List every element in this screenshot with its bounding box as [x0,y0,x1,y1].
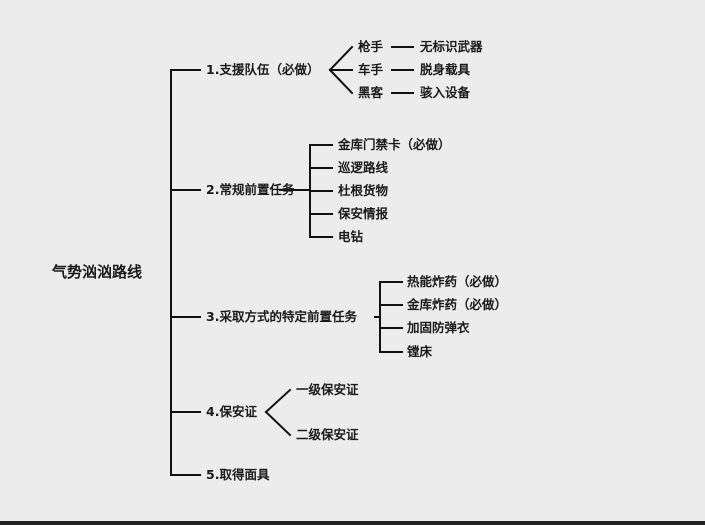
b4-child-2: 二级保安证 [296,427,359,442]
b1-child-1-detail: 无标识武器 [420,39,483,54]
b1-fan-top [328,45,354,72]
b2-child-2: 巡逻路线 [338,160,389,175]
b1-child-3-label: 黑客 [358,85,384,100]
b4-fan-top [264,388,292,414]
branch-5-label: 5.取得面具 [206,467,270,482]
b1-child-3-detail: 骇入设备 [420,85,471,100]
branch-2-label: 2.常规前置任务 [206,182,295,197]
branch-1-label: 1.支援队伍（必做） [206,62,320,77]
b1-fan-bottom [328,68,354,95]
b1-child-2-detail: 脱身载具 [420,62,471,77]
b3-child-2: 金库炸药（必做） [407,297,508,312]
b3-child-1: 热能炸药（必做） [407,274,508,289]
root-node: 气势汹汹路线 [52,263,143,281]
b4-child-1: 一级保安证 [296,382,359,397]
b3-child-4: 镗床 [407,344,433,359]
b2-child-4: 保安情报 [338,206,389,221]
branch-4-label: 4.保安证 [206,404,257,419]
b1-child-1-label: 枪手 [358,39,384,54]
b4-fan-bottom [264,410,292,437]
b3-child-3: 加固防弹衣 [407,320,470,335]
bottom-border [0,521,705,525]
branch-3-label: 3.采取方式的特定前置任务 [206,309,357,324]
b2-child-5: 电钻 [338,229,364,244]
b2-child-3: 杜根货物 [338,183,389,198]
b2-child-1: 金库门禁卡（必做） [338,137,451,152]
b1-child-2-label: 车手 [358,62,384,77]
